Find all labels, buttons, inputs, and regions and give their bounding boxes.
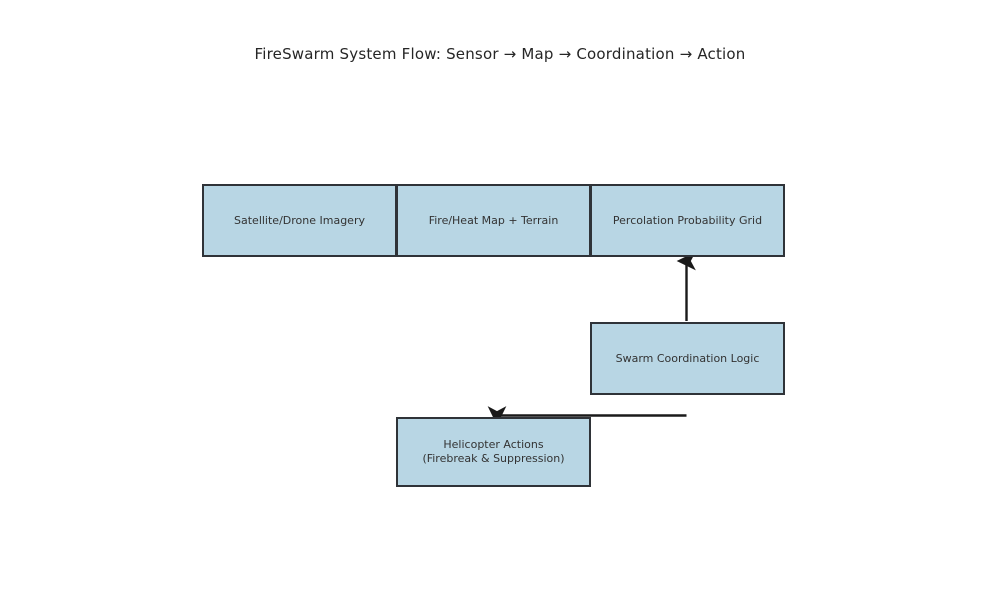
node-label: Helicopter Actions (Firebreak & Suppress… xyxy=(422,438,565,465)
node-fire-heat-map-terrain[interactable]: Fire/Heat Map + Terrain xyxy=(396,184,591,257)
node-label: Swarm Coordination Logic xyxy=(615,351,760,365)
node-label: Fire/Heat Map + Terrain xyxy=(428,213,559,227)
node-label: Satellite/Drone Imagery xyxy=(234,213,365,227)
node-satellite-drone-imagery[interactable]: Satellite/Drone Imagery xyxy=(202,184,397,257)
node-label: Percolation Probability Grid xyxy=(612,213,763,227)
node-helicopter-actions[interactable]: Helicopter Actions (Firebreak & Suppress… xyxy=(396,417,591,487)
page-title: FireSwarm System Flow: Sensor → Map → Co… xyxy=(254,45,746,63)
node-percolation-probability-grid[interactable]: Percolation Probability Grid xyxy=(590,184,785,257)
node-swarm-coordination-logic[interactable]: Swarm Coordination Logic xyxy=(590,322,785,395)
